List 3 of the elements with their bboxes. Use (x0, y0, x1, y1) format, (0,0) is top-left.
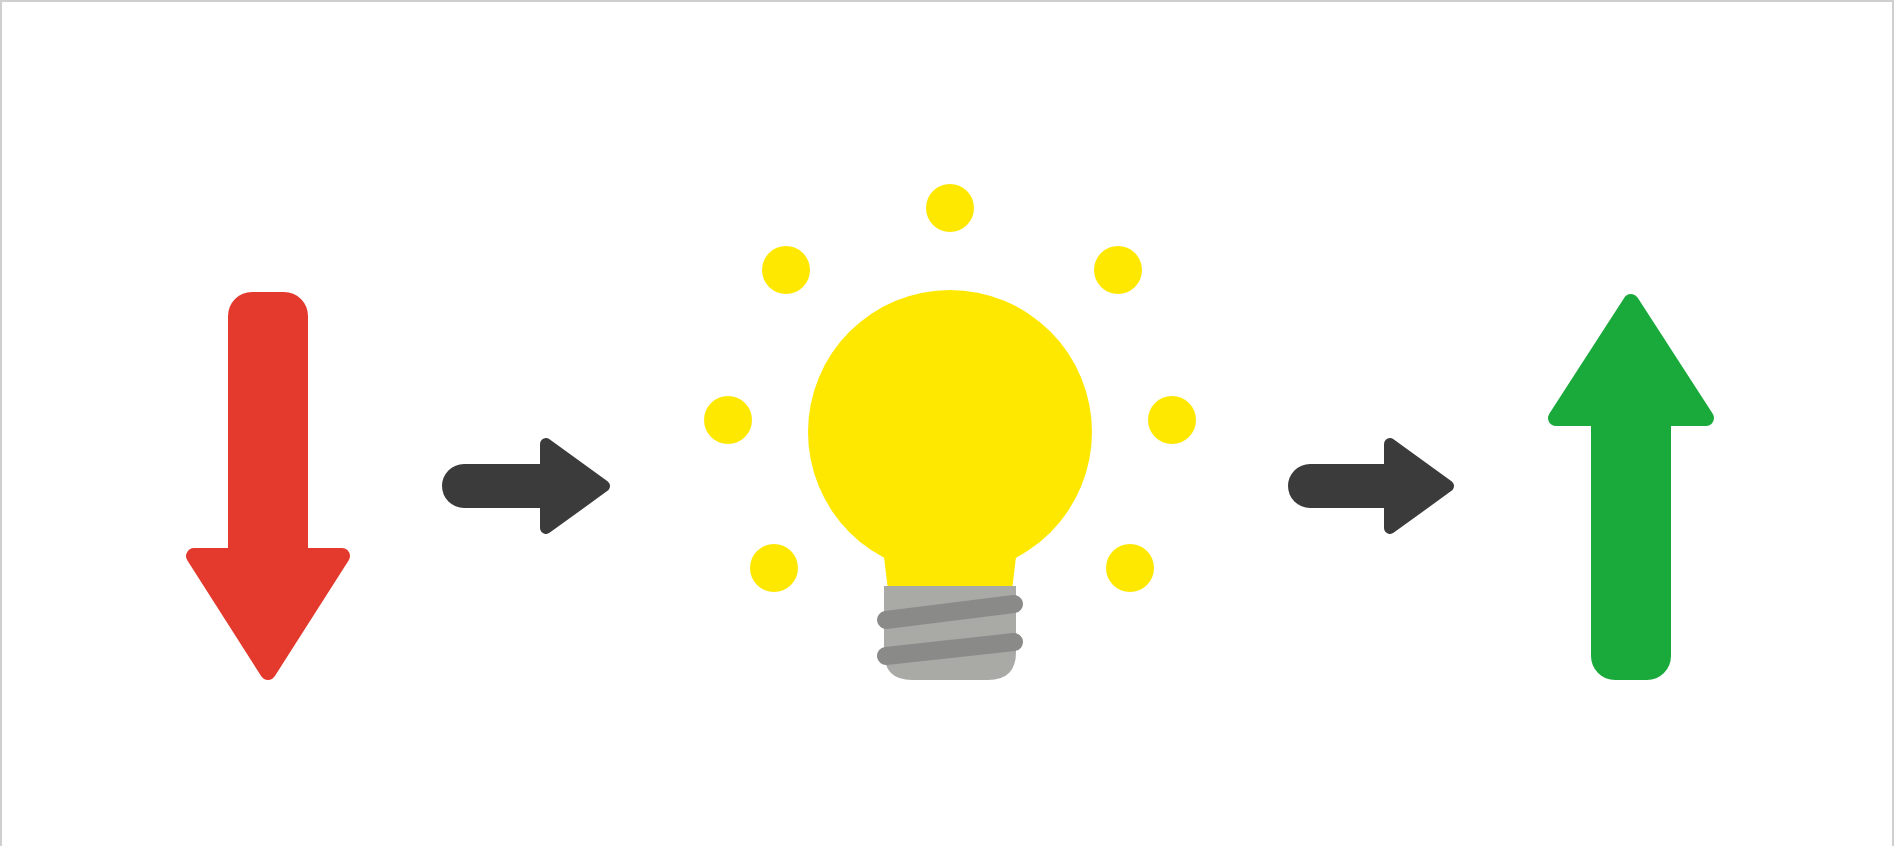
up-arrow (1548, 294, 1714, 680)
down-arrow (186, 292, 350, 680)
lightbulb-drawing (704, 184, 1196, 680)
